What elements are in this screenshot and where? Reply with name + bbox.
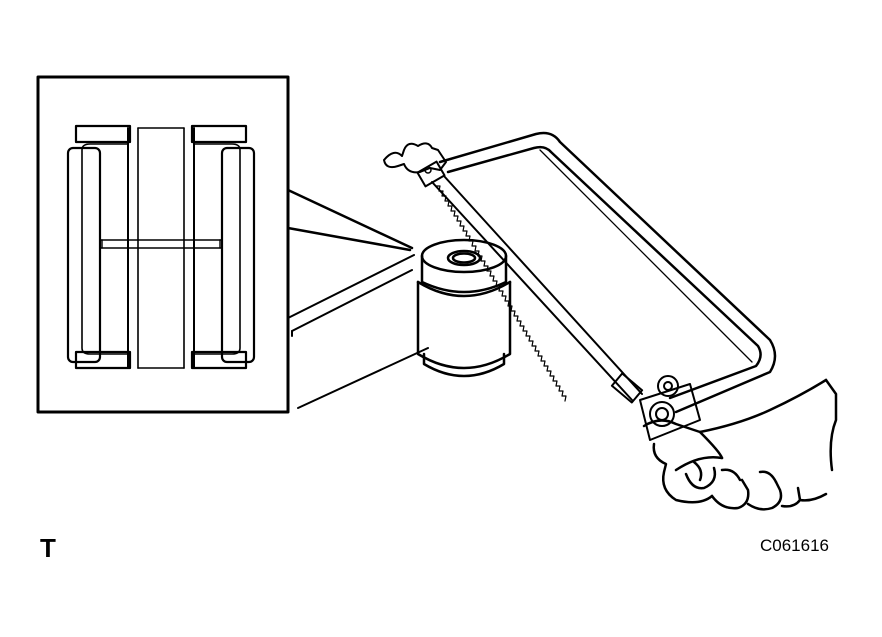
corner-mark-label: T bbox=[40, 533, 56, 563]
saw-blade bbox=[431, 175, 643, 402]
detail-inset bbox=[36, 75, 290, 414]
hacksaw-frame bbox=[438, 131, 777, 414]
workbench bbox=[287, 254, 429, 409]
hand-gripping-handle bbox=[642, 378, 838, 511]
handle-clamp bbox=[610, 372, 701, 441]
figure-code-label: C061616 bbox=[760, 536, 830, 555]
callout-leader bbox=[286, 188, 414, 252]
bushing bbox=[416, 238, 512, 378]
wing-nut bbox=[383, 142, 447, 188]
